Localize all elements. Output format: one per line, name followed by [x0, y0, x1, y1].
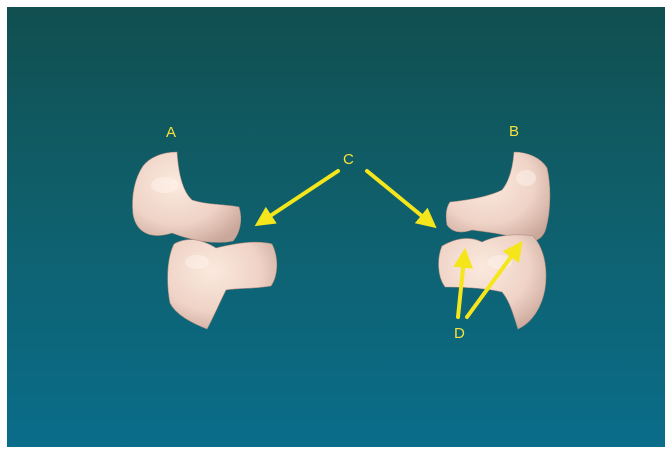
bone-a-upper	[132, 152, 240, 242]
label-c: C	[343, 151, 354, 168]
label-d: D	[454, 325, 465, 342]
bone-b-upper	[446, 152, 550, 242]
arrow-c-left	[264, 171, 338, 220]
label-a: A	[166, 124, 176, 141]
arrow-c-right	[367, 171, 428, 221]
bone-a-lower	[168, 240, 277, 329]
bone-highlight	[516, 170, 536, 186]
bone-highlight	[151, 177, 179, 193]
label-b: B	[509, 123, 519, 140]
bone-highlight	[185, 255, 209, 269]
